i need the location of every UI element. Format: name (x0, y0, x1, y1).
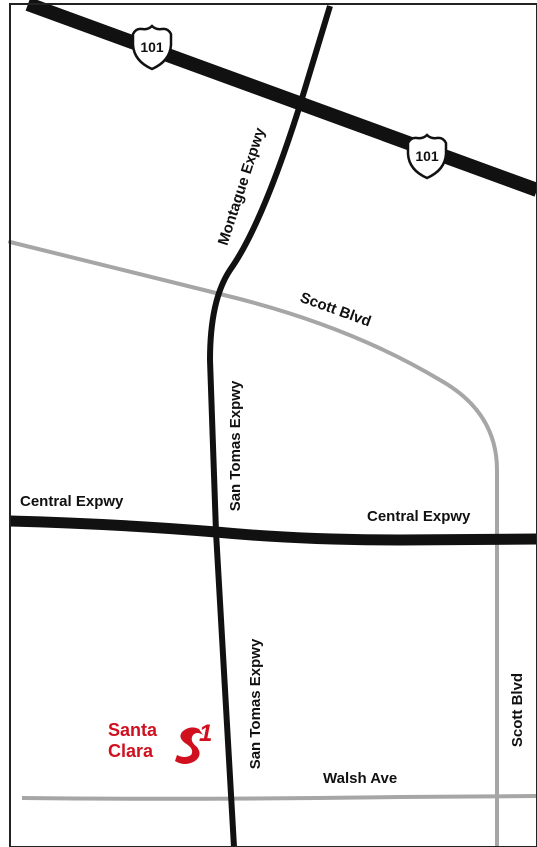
interstate-shield-icon: 101 (406, 133, 448, 180)
san-tomas-expwy-label-lower: San Tomas Expwy (247, 638, 264, 769)
s1-logo-digit: 1 (199, 720, 212, 747)
us-101-road (25, 0, 537, 197)
scott-blvd-road (8, 240, 499, 847)
scott-blvd-label-lower: Scott Blvd (509, 673, 526, 747)
walsh-ave-label: Walsh Ave (323, 770, 397, 787)
san-tomas-expwy-label-upper: San Tomas Expwy (227, 380, 244, 511)
interstate-shield-icon: 101 (131, 24, 173, 71)
s1-logo-icon: 1 (175, 720, 212, 764)
location-name-line2: Clara (108, 741, 154, 761)
montague-san-tomas-road (206, 5, 333, 847)
location-name-line1: Santa (108, 720, 158, 740)
map-border (9, 3, 537, 847)
walsh-ave-road (21, 794, 537, 801)
shield-route-number: 101 (415, 148, 439, 164)
central-expwy-label-left: Central Expwy (20, 493, 124, 510)
shield-route-number: 101 (140, 39, 164, 55)
central-expwy-label-right: Central Expwy (367, 508, 471, 525)
